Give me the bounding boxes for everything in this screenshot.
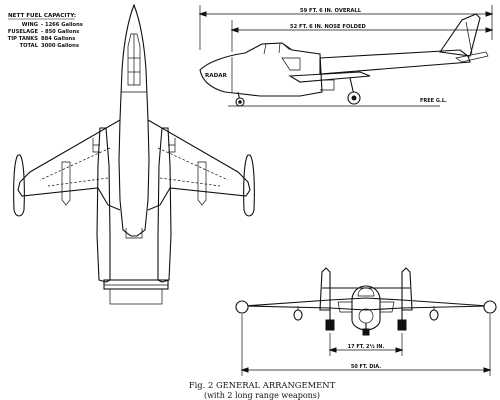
plan-right-boom — [157, 127, 172, 283]
radar-label: RADAR — [205, 73, 228, 79]
plan-canopy — [127, 33, 141, 86]
side-view: 59 FT. 6 IN. OVERALL 52 FT. 6 IN. NOSE F… — [198, 5, 494, 107]
front-right-wheel — [397, 319, 407, 331]
overall-length-label: 59 FT. 6 IN. OVERALL — [300, 8, 362, 14]
caption-subtitle: (with 2 long range weapons) — [204, 391, 320, 400]
plan-right-pitot — [168, 138, 176, 153]
side-canopy — [244, 42, 291, 54]
front-wing — [243, 297, 489, 311]
plan-left-wing-fold-line — [39, 147, 111, 187]
plan-view — [13, 3, 255, 305]
dim-arrow — [395, 347, 404, 353]
front-view: 17 FT. 2½ IN. 50 FT. DIA. — [235, 267, 497, 376]
caption-title: Fig. 2 GENERAL ARRANGEMENT — [189, 380, 336, 390]
plan-tailplane — [103, 279, 169, 290]
dim-arrow — [328, 347, 337, 353]
front-left-weapon — [293, 309, 303, 321]
front-left-tip-tank — [235, 300, 249, 314]
dim-arrow — [485, 11, 494, 17]
side-tailplane — [455, 51, 489, 63]
fuel-row-label: WING — [22, 22, 38, 28]
front-nose-wheel — [362, 328, 370, 336]
side-boom — [319, 49, 471, 75]
side-fuselage — [199, 42, 323, 97]
fuel-row-value: - 850 Gallons — [41, 29, 79, 35]
side-wing — [288, 71, 371, 83]
front-left-intake — [337, 301, 353, 313]
front-nose — [358, 308, 374, 324]
plan-right-weapon — [197, 161, 207, 206]
plan-left-boom — [96, 127, 111, 283]
dim-arrow — [198, 11, 207, 17]
fuel-row-value: - 1266 Gallons — [41, 22, 83, 28]
side-rudder-hinge — [465, 21, 473, 55]
plan-left-tip-tank — [13, 154, 25, 217]
ground-line-label: FREE G.L. — [420, 98, 447, 104]
front-canopy — [357, 287, 375, 297]
fuel-capacity-table: NETT FUEL CAPACITY: WING - 1266 Gallons … — [8, 13, 83, 49]
side-jet-pipe — [320, 79, 335, 91]
span-label: 50 FT. DIA. — [351, 364, 381, 370]
fuel-row-label: TIP TANKS — [8, 36, 39, 42]
dim-arrow — [483, 367, 492, 373]
dim-arrow — [230, 27, 239, 33]
front-left-fin — [319, 267, 331, 311]
plan-left-pitot — [92, 138, 100, 153]
fuel-row-value: 3000 Gallons — [41, 43, 79, 49]
front-fuselage — [351, 285, 381, 331]
plan-right-wing — [147, 119, 251, 211]
front-right-intake — [379, 301, 395, 313]
fuel-row-label: FUSELAGE — [8, 29, 39, 35]
plan-right-wing-fold-line — [157, 147, 229, 187]
plan-fuselage — [118, 3, 150, 237]
plan-right-tip-tank — [243, 154, 255, 217]
side-canopy-frame — [278, 42, 281, 54]
front-right-tip-tank — [483, 300, 497, 314]
fuel-heading: NETT FUEL CAPACITY: — [8, 13, 76, 19]
plan-left-weapon — [61, 161, 71, 206]
front-left-wheel — [325, 319, 335, 331]
track-label: 17 FT. 2½ IN. — [348, 343, 385, 350]
folded-length-label: 52 FT. 6 IN. NOSE FOLDED — [290, 24, 367, 30]
side-nose-wheel-hub — [238, 100, 242, 104]
plan-left-wing — [17, 119, 121, 211]
dim-arrow — [485, 27, 494, 33]
side-fin — [439, 13, 481, 57]
figure-caption: Fig. 2 GENERAL ARRANGEMENT (with 2 long … — [189, 380, 336, 400]
fuel-row-label: TOTAL — [20, 43, 39, 49]
side-main-wheel-hub — [351, 95, 357, 101]
plan-elevator — [109, 288, 163, 305]
side-canopy-frame — [263, 43, 267, 55]
front-right-fin — [401, 267, 413, 311]
side-intake — [281, 57, 301, 71]
dim-arrow — [240, 367, 249, 373]
front-right-weapon — [429, 309, 439, 321]
fuel-row-value: 884 Gallons — [41, 36, 75, 42]
plan-jet-pipe — [125, 228, 143, 239]
